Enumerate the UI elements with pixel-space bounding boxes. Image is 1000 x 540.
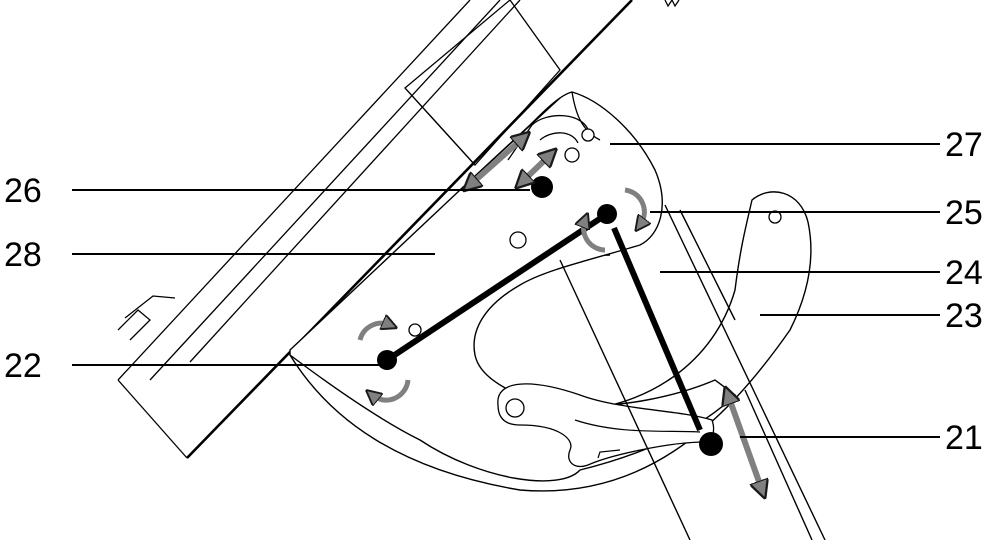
label-27: 27 (945, 126, 983, 164)
label-22: 22 (4, 347, 42, 385)
label-26: 26 (4, 172, 42, 210)
label-23: 23 (945, 297, 983, 335)
label-25: 25 (945, 194, 983, 232)
pivot-25 (597, 204, 617, 224)
label-21: 21 (945, 419, 983, 457)
label-24: 24 (945, 254, 983, 292)
pivot-21 (699, 432, 723, 456)
pivot-22 (377, 350, 397, 370)
double-headed-arrow-icon (728, 395, 762, 490)
pivot-26 (531, 176, 553, 198)
label-28: 28 (4, 236, 42, 274)
